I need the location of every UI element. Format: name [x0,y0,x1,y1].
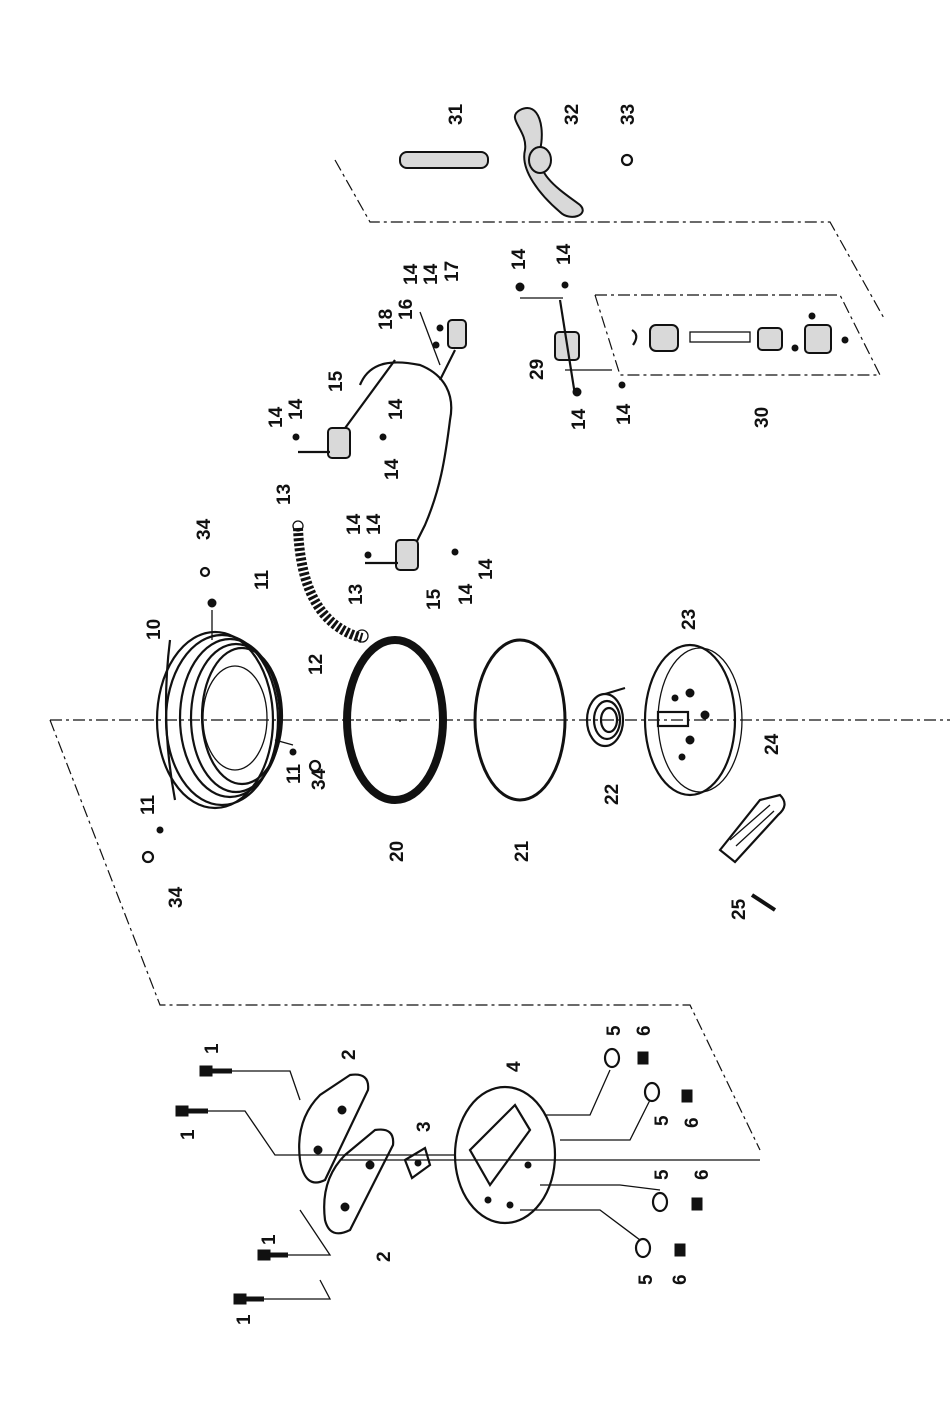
label-25: 25 [729,898,750,920]
label-5: 5 [604,1025,625,1036]
label-3: 3 [414,1121,435,1132]
label-16: 16 [396,299,417,320]
handle-rod-part-31 [400,152,488,168]
label-4: 4 [504,1061,525,1072]
label-5: 5 [652,1115,673,1126]
label-20: 20 [387,841,408,862]
label-14: 14 [421,263,442,285]
label-29: 29 [527,359,548,380]
label-14: 14 [382,458,403,480]
label-14: 14 [456,583,477,605]
spiral-spring-part-22 [587,688,625,746]
label-21: 21 [512,840,533,862]
label-15: 15 [326,370,347,392]
label-24: 24 [762,733,783,755]
label-14: 14 [364,513,385,535]
label-34: 34 [194,518,215,540]
label-6: 6 [670,1274,691,1285]
label-10: 10 [144,619,165,640]
label-14: 14 [509,248,530,270]
label-14: 14 [386,398,407,420]
label-13: 13 [274,484,295,505]
pin-part-25 [752,895,775,910]
label-34: 34 [309,768,330,790]
repair-kit-part-30 [632,313,848,353]
label-12: 12 [306,654,327,675]
label-33: 33 [618,104,639,125]
label-1: 1 [178,1129,199,1140]
label-14: 14 [344,513,365,535]
label-11: 11 [138,794,159,815]
label-1: 1 [259,1234,280,1245]
label-2: 2 [374,1251,395,1262]
label-5: 5 [636,1274,657,1285]
label-31: 31 [446,103,467,125]
label-6: 6 [682,1117,703,1128]
label-11: 11 [284,763,305,784]
label-14: 14 [614,403,635,425]
cap-part-33 [622,155,632,165]
label-14: 14 [286,398,307,420]
label-14: 14 [476,558,497,580]
label-30: 30 [752,407,773,428]
label-32: 32 [562,104,583,125]
latch-part-24 [720,795,785,862]
label-1: 1 [202,1043,223,1054]
label-17: 17 [442,261,463,282]
label-34: 34 [166,886,187,908]
label-6: 6 [692,1169,713,1180]
label-23: 23 [679,609,700,630]
label-5: 5 [652,1169,673,1180]
label-1: 1 [234,1314,255,1325]
hose-coil-part-12 [293,521,368,642]
label-14: 14 [569,408,590,430]
part-labels: 1 1 1 1 2 2 3 4 5 6 5 6 5 6 5 6 10 11 11… [138,103,783,1325]
screws-and-nuts-on-drum [143,568,320,862]
label-14: 14 [401,263,422,285]
label-6: 6 [634,1025,655,1036]
label-11: 11 [252,569,273,590]
label-15: 15 [424,588,445,610]
label-18: 18 [376,309,397,330]
label-14: 14 [554,243,575,265]
label-2: 2 [339,1049,360,1060]
label-13: 13 [346,584,367,605]
label-14: 14 [266,406,287,428]
label-22: 22 [602,784,623,805]
